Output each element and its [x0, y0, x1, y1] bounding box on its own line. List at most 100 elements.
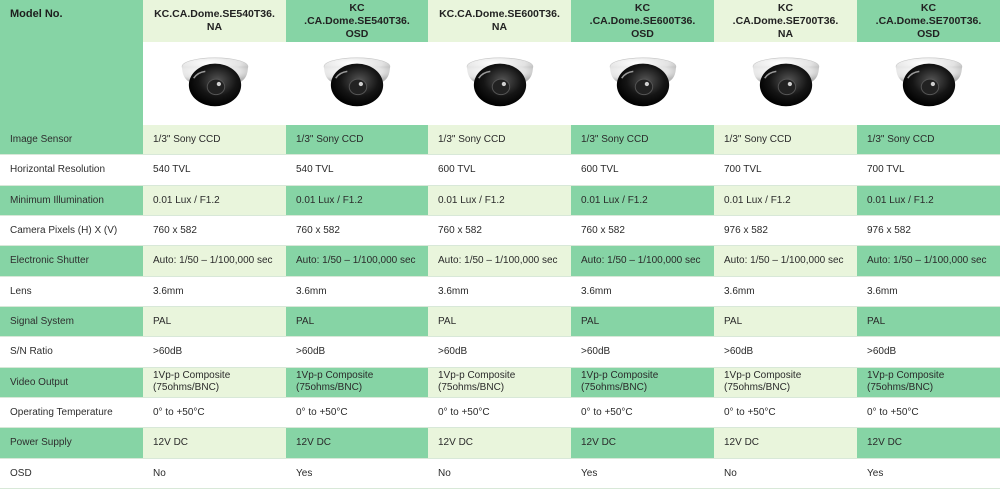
spec-value: 0° to +50°C [714, 397, 857, 429]
dome-camera-icon [181, 57, 248, 106]
spec-label: OSD [0, 458, 143, 489]
spec-value: 3.6mm [857, 276, 1000, 307]
spec-value: PAL [286, 306, 428, 338]
spec-value: 1Vp-p Composite (75ohms/BNC) [286, 367, 428, 398]
spec-value: 0° to +50°C [571, 397, 714, 429]
spec-value: Auto: 1/50 – 1/100,000 sec [143, 246, 286, 277]
spec-value: 700 TVL [714, 155, 857, 186]
spec-value: 540 TVL [286, 155, 428, 186]
spec-value: PAL [143, 306, 286, 338]
model-no-label: Model No. [0, 0, 143, 42]
spec-value: 1/3" Sony CCD [428, 125, 571, 156]
spec-value: 1/3" Sony CCD [714, 125, 857, 156]
spec-value: 1/3" Sony CCD [143, 125, 286, 156]
spec-label: Electronic Shutter [0, 246, 143, 277]
spec-value: Yes [571, 458, 714, 489]
model-name-header: KC .CA.Dome.SE540T36. OSD [286, 0, 428, 42]
spec-value: 12V DC [714, 428, 857, 459]
spec-label: Power Supply [0, 428, 143, 459]
model-name-header: KC .CA.Dome.SE700T36. OSD [857, 0, 1000, 42]
spec-value: 0° to +50°C [857, 397, 1000, 429]
spec-label: Minimum Illumination [0, 185, 143, 216]
spec-value: 540 TVL [143, 155, 286, 186]
spec-value: PAL [571, 306, 714, 338]
spec-value: Auto: 1/50 – 1/100,000 sec [857, 246, 1000, 277]
spec-value: >60dB [571, 337, 714, 368]
spec-label: Operating Temperature [0, 397, 143, 429]
spec-value: No [143, 458, 286, 489]
spec-label: Camera Pixels (H) X (V) [0, 215, 143, 247]
spec-label: Image Sensor [0, 125, 143, 156]
camera-image-cell [286, 42, 428, 125]
spec-value: >60dB [428, 337, 571, 368]
model-name-header: KC.CA.Dome.SE600T36. NA [428, 0, 571, 42]
dome-camera-icon [895, 57, 962, 106]
spec-label: Video Output [0, 367, 143, 398]
spec-value: Yes [857, 458, 1000, 489]
spec-value: 12V DC [143, 428, 286, 459]
spec-value: >60dB [286, 337, 428, 368]
spec-value: 3.6mm [714, 276, 857, 307]
spec-value: PAL [857, 306, 1000, 338]
spec-value: 760 x 582 [428, 215, 571, 247]
spec-value: 0.01 Lux / F1.2 [143, 185, 286, 216]
camera-image-cell [571, 42, 714, 125]
spec-value: 12V DC [428, 428, 571, 459]
spec-value: 3.6mm [428, 276, 571, 307]
spec-label: Signal System [0, 306, 143, 338]
spec-value: 600 TVL [571, 155, 714, 186]
spec-value: 0.01 Lux / F1.2 [857, 185, 1000, 216]
spec-value: Auto: 1/50 – 1/100,000 sec [428, 246, 571, 277]
spec-value: PAL [714, 306, 857, 338]
spec-value: 760 x 582 [571, 215, 714, 247]
spec-value: 3.6mm [143, 276, 286, 307]
spec-value: 0° to +50°C [143, 397, 286, 429]
spec-value: Auto: 1/50 – 1/100,000 sec [286, 246, 428, 277]
spec-value: No [714, 458, 857, 489]
spec-value: 12V DC [571, 428, 714, 459]
spec-value: 1Vp-p Composite (75ohms/BNC) [857, 367, 1000, 398]
spec-value: Auto: 1/50 – 1/100,000 sec [714, 246, 857, 277]
spec-value: 0.01 Lux / F1.2 [428, 185, 571, 216]
spec-value: No [428, 458, 571, 489]
camera-image-cell [143, 42, 286, 125]
spec-value: 0.01 Lux / F1.2 [714, 185, 857, 216]
spec-value: 976 x 582 [857, 215, 1000, 247]
model-name-header: KC .CA.Dome.SE600T36. OSD [571, 0, 714, 42]
spec-value: 760 x 582 [143, 215, 286, 247]
spec-label: Horizontal Resolution [0, 155, 143, 186]
spec-value: Yes [286, 458, 428, 489]
spec-value: >60dB [143, 337, 286, 368]
spec-value: 0.01 Lux / F1.2 [286, 185, 428, 216]
spec-value: 3.6mm [286, 276, 428, 307]
camera-image-cell [714, 42, 857, 125]
spec-value: 760 x 582 [286, 215, 428, 247]
spec-value: 700 TVL [857, 155, 1000, 186]
spec-value: 0.01 Lux / F1.2 [571, 185, 714, 216]
spec-value: 1/3" Sony CCD [571, 125, 714, 156]
spec-value: 12V DC [286, 428, 428, 459]
model-name-header: KC .CA.Dome.SE700T36. NA [714, 0, 857, 42]
spec-value: 1Vp-p Composite (75ohms/BNC) [571, 367, 714, 398]
camera-image-cell [857, 42, 1000, 125]
spec-value: 1/3" Sony CCD [857, 125, 1000, 156]
spec-value: >60dB [714, 337, 857, 368]
dome-camera-icon [752, 57, 819, 106]
camera-image-cell [428, 42, 571, 125]
spec-value: 1Vp-p Composite (75ohms/BNC) [714, 367, 857, 398]
dome-camera-icon [466, 57, 533, 106]
spec-value: 0° to +50°C [428, 397, 571, 429]
spec-value: 0° to +50°C [286, 397, 428, 429]
dome-camera-icon [323, 57, 391, 106]
spec-value: 976 x 582 [714, 215, 857, 247]
image-row-label-cell [0, 42, 143, 125]
spec-value: 3.6mm [571, 276, 714, 307]
spec-label: S/N Ratio [0, 337, 143, 368]
spec-value: Auto: 1/50 – 1/100,000 sec [571, 246, 714, 277]
spec-value: PAL [428, 306, 571, 338]
spec-value: 1Vp-p Composite (75ohms/BNC) [143, 367, 286, 398]
spec-value: 1/3" Sony CCD [286, 125, 428, 156]
spec-value: 600 TVL [428, 155, 571, 186]
model-name-header: KC.CA.Dome.SE540T36. NA [143, 0, 286, 42]
